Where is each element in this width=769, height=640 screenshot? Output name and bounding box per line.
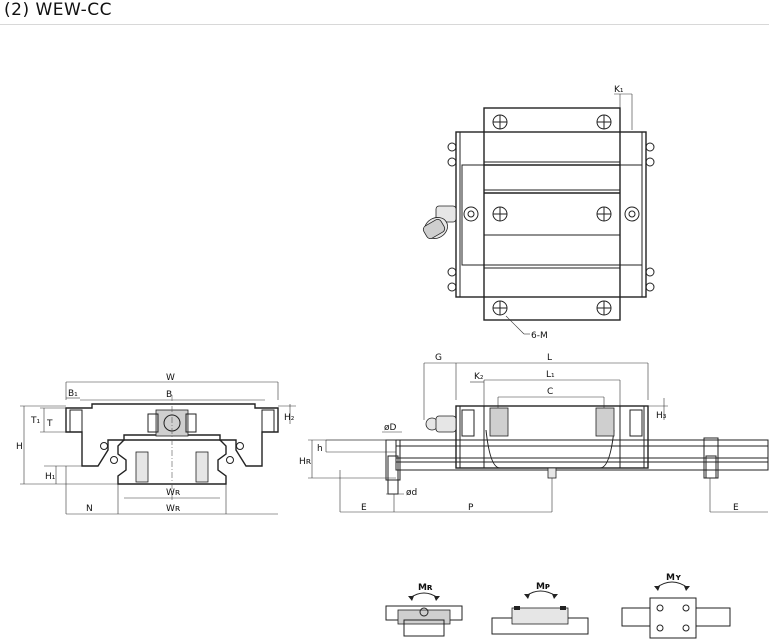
b-label: B: [166, 390, 172, 400]
wr-label: Wʀ: [166, 504, 181, 514]
p-label: P: [468, 503, 474, 513]
w-label: W: [166, 373, 175, 383]
page-title: (2) WEW-CC: [4, 0, 113, 20]
e-left-label: E: [361, 503, 367, 513]
l-label: L: [547, 353, 552, 363]
c-label: C: [547, 387, 553, 397]
h2-label: H₂: [284, 413, 295, 423]
od-label: øD: [384, 423, 397, 433]
wr-inner-label: Wʀ: [166, 488, 181, 498]
l1-label: L₁: [546, 370, 555, 380]
moment-mr-diagram: Mʀ: [385, 583, 463, 637]
my-label: Mʏ: [666, 573, 681, 583]
t1-label: T₁: [30, 416, 40, 426]
moment-mp-diagram: Mᴘ: [491, 582, 589, 635]
e-right-label: E: [733, 503, 739, 513]
k1-label: K₁: [614, 85, 624, 95]
side-grease-nipple-icon: [425, 415, 457, 433]
b1-label: B₁: [68, 389, 78, 399]
hr-label: Hʀ: [299, 457, 312, 467]
od-small-label: ød: [406, 488, 417, 498]
side-view: G L L₁ K₂ C: [299, 353, 769, 513]
title-divider: [0, 24, 769, 25]
n-label: N: [86, 504, 93, 514]
end-view: W B₁ B H T₁ T: [16, 373, 296, 515]
mp-label: Mᴘ: [536, 582, 550, 592]
h-small-label: h: [317, 444, 323, 454]
h-label: H: [16, 442, 23, 452]
mr-label: Mʀ: [418, 583, 433, 593]
top-view: K₁ 6-M: [422, 85, 655, 341]
grease-nipple-icon: [422, 205, 457, 239]
h3-label: H₃: [656, 411, 667, 421]
t-label: T: [46, 419, 53, 429]
screw-label: 6-M: [531, 331, 548, 341]
moment-my-diagram: Mʏ: [621, 573, 731, 639]
g-label: G: [435, 353, 442, 363]
h1-label: H₁: [45, 472, 56, 482]
k2-label: K₂: [474, 372, 484, 382]
